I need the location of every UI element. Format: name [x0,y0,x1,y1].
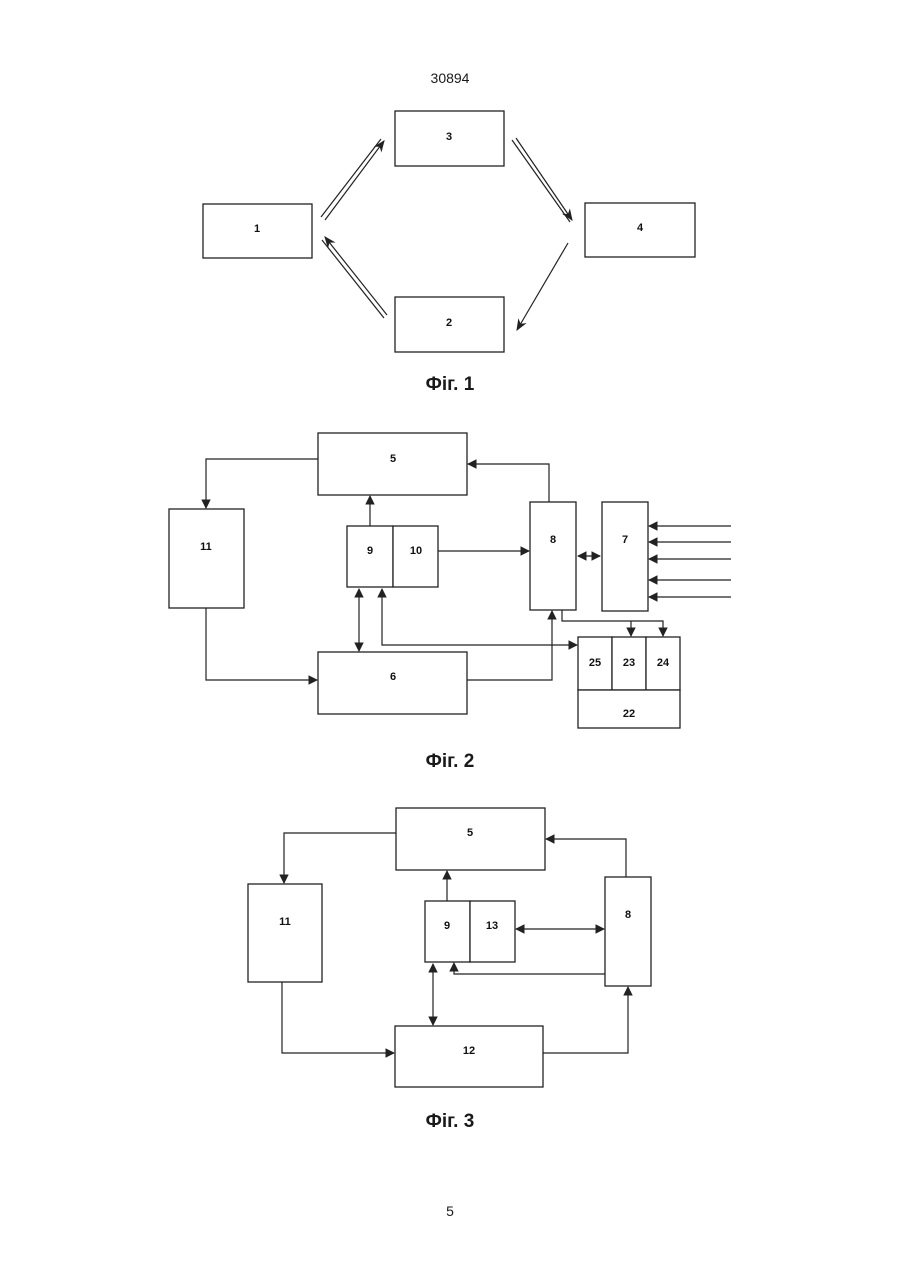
fig2-label-22: 22 [623,708,635,720]
fig2-label-7: 7 [622,534,628,546]
fig3-arrow-5-to-11 [284,833,396,883]
fig3-label-12: 12 [463,1045,475,1057]
fig2-label-10: 10 [410,545,422,557]
figure-3: 5 11 9 13 8 12 [248,808,651,1087]
fig1-arrow-4-to-2 [517,243,568,330]
fig3-label-13: 13 [486,920,498,932]
fig3-label-8: 8 [625,909,631,921]
fig1-label-4: 4 [637,222,644,234]
fig2-block-8 [530,502,576,610]
figure-2-caption: Фіг. 2 [0,751,900,773]
fig3-arrow-12-to-8 [543,987,628,1053]
fig2-arrow-8-to-5 [468,464,549,502]
fig2-block-7 [602,502,648,611]
fig3-arrow-11-to-12 [282,982,394,1053]
fig3-block-8 [605,877,651,986]
fig1-label-1: 1 [254,223,260,235]
fig1-label-3: 3 [446,131,452,143]
fig2-label-6: 6 [390,671,396,683]
fig2-block-11 [169,509,244,608]
fig2-arrow-11-to-6 [206,608,317,680]
fig2-label-24: 24 [657,657,670,669]
fig1-label-2: 2 [446,317,452,329]
fig2-arrow-5-to-11 [206,459,318,508]
fig3-arrow-8-to-5 [546,839,626,877]
figure-1-caption: Фіг. 1 [0,374,900,396]
fig3-label-9: 9 [444,920,450,932]
fig2-label-25: 25 [589,657,601,669]
figure-3-caption: Фіг. 3 [0,1111,900,1133]
fig2-label-8: 8 [550,534,556,546]
fig3-block-11 [248,884,322,982]
fig3-arrow-8-to-9 [454,963,605,974]
fig1-arrow-3-to-4 [512,138,572,222]
page-number: 5 [0,1203,900,1219]
fig2-arrow-8-to-24 [562,610,663,636]
fig2-label-9: 9 [367,545,373,557]
fig2-block-6 [318,652,467,714]
figure-2: 5 11 9 10 8 7 6 25 23 24 22 [169,433,731,728]
fig3-block-5 [396,808,545,870]
fig1-arrow-2-to-1 [322,237,387,318]
fig2-label-11: 11 [200,541,212,553]
figure-1: 1 3 4 2 [203,111,695,352]
fig2-label-23: 23 [623,657,635,669]
fig2-inputs-to-7 [649,526,731,597]
fig3-label-5: 5 [467,827,473,839]
fig1-arrow-1-to-3 [321,139,384,220]
fig3-label-11: 11 [279,916,291,928]
fig2-label-5: 5 [390,453,396,465]
